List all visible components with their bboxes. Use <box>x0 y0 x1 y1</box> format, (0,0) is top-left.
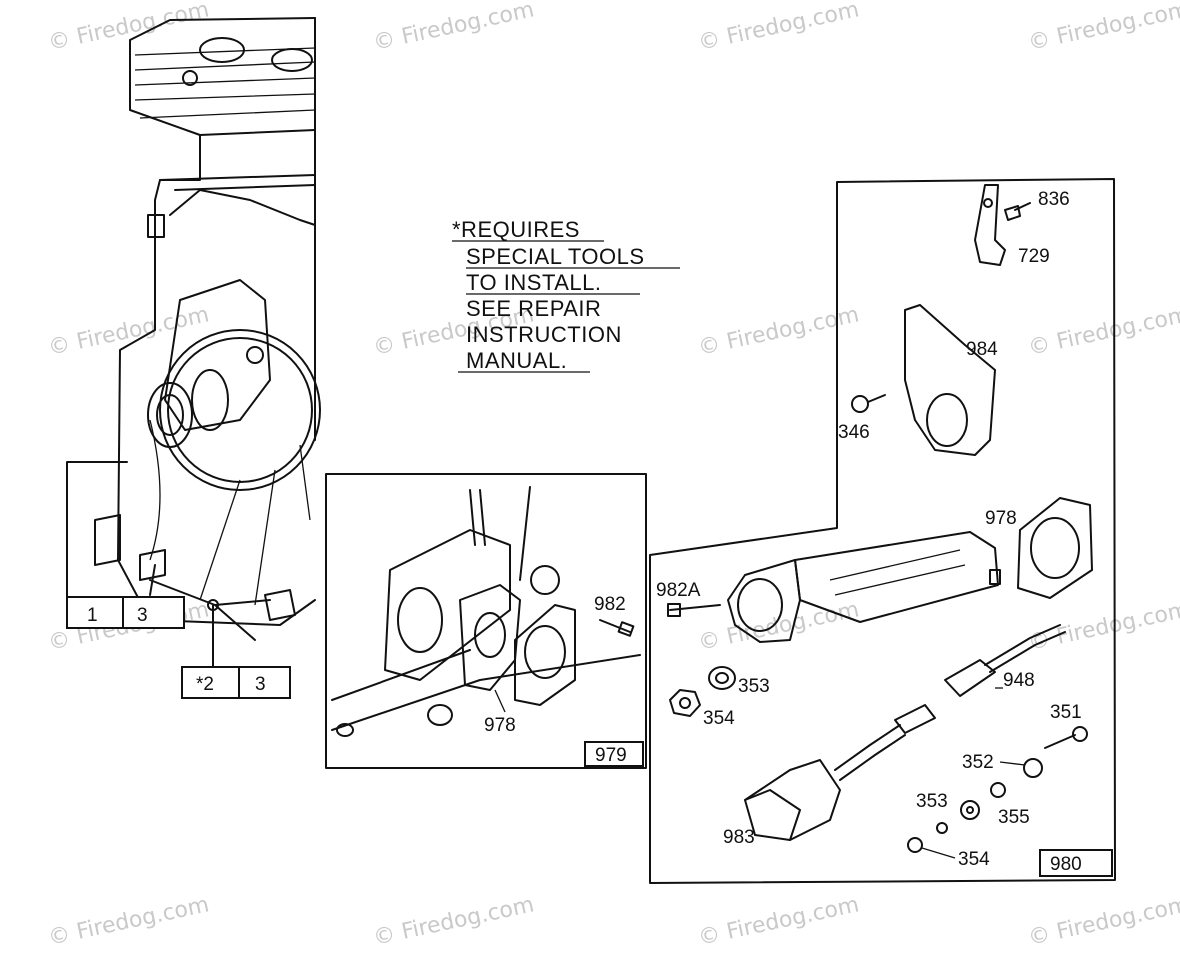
label-729: 729 <box>1018 246 1050 267</box>
inset-980-id-box <box>1039 849 1113 877</box>
label-353-upper: 353 <box>738 676 770 697</box>
watermark: © Firedog.com <box>46 0 211 56</box>
left-reference-boxes: 1 3 *2 3 <box>66 461 291 699</box>
label-982A: 982A <box>656 580 701 601</box>
ref-label-2: *2 <box>196 674 214 695</box>
label-352: 352 <box>962 752 994 773</box>
watermark: © Firedog.com <box>696 892 861 950</box>
label-984: 984 <box>966 339 998 360</box>
engine-block-drawing <box>94 17 321 669</box>
label-836: 836 <box>1038 189 1070 210</box>
watermark: © Firedog.com <box>1026 0 1180 56</box>
watermark: © Firedog.com <box>46 302 211 360</box>
note-line-6: MANUAL. <box>466 348 567 373</box>
watermark: © Firedog.com <box>696 0 861 56</box>
inset-979-id: 979 <box>595 745 627 766</box>
inset-980: 836 729 984 346 978 982A 353 354 <box>649 178 1116 884</box>
note-line-2: SPECIAL TOOLS <box>466 244 645 269</box>
label-978: 978 <box>985 508 1017 529</box>
label-982: 982 <box>594 594 626 615</box>
note-line-4: SEE REPAIR <box>466 296 601 321</box>
label-354-upper: 354 <box>703 708 735 729</box>
inset-979-id-box <box>584 741 644 767</box>
watermark: © Firedog.com <box>46 892 211 950</box>
ref-box-1-count <box>122 596 185 629</box>
special-tools-note: *REQUIRES SPECIAL TOOLS TO INSTALL. SEE … <box>452 217 680 373</box>
label-948: 948 <box>1003 670 1035 691</box>
watermark: © Firedog.com <box>371 0 536 56</box>
note-line-3: TO INSTALL. <box>466 270 602 295</box>
note-line-5: INSTRUCTION <box>466 322 622 347</box>
watermark: © Firedog.com <box>371 892 536 950</box>
note-line-1: *REQUIRES <box>452 217 580 242</box>
ref-label-2-count: 3 <box>255 674 266 695</box>
watermark: © Firedog.com <box>696 597 861 655</box>
inset-980-frame <box>649 178 1116 884</box>
ref-box-2-count <box>238 666 291 699</box>
label-354-lower: 354 <box>958 849 990 870</box>
label-355: 355 <box>998 807 1030 828</box>
label-346: 346 <box>838 422 870 443</box>
watermark: © Firedog.com <box>1026 892 1180 950</box>
ref-box-2 <box>181 666 240 699</box>
label-983: 983 <box>723 827 755 848</box>
watermark: © Firedog.com <box>1026 302 1180 360</box>
inset-979: 982 978 979 <box>325 473 647 769</box>
inset-980-id: 980 <box>1050 854 1082 875</box>
ref-label-1: 1 <box>87 605 98 626</box>
inset-979-frame <box>325 473 647 769</box>
ref-label-1-count: 3 <box>137 605 148 626</box>
label-353-lower: 353 <box>916 791 948 812</box>
watermark: © Firedog.com <box>1026 597 1180 655</box>
label-351: 351 <box>1050 702 1082 723</box>
ref-box-1 <box>66 596 124 629</box>
label-978-inset: 978 <box>484 715 516 736</box>
